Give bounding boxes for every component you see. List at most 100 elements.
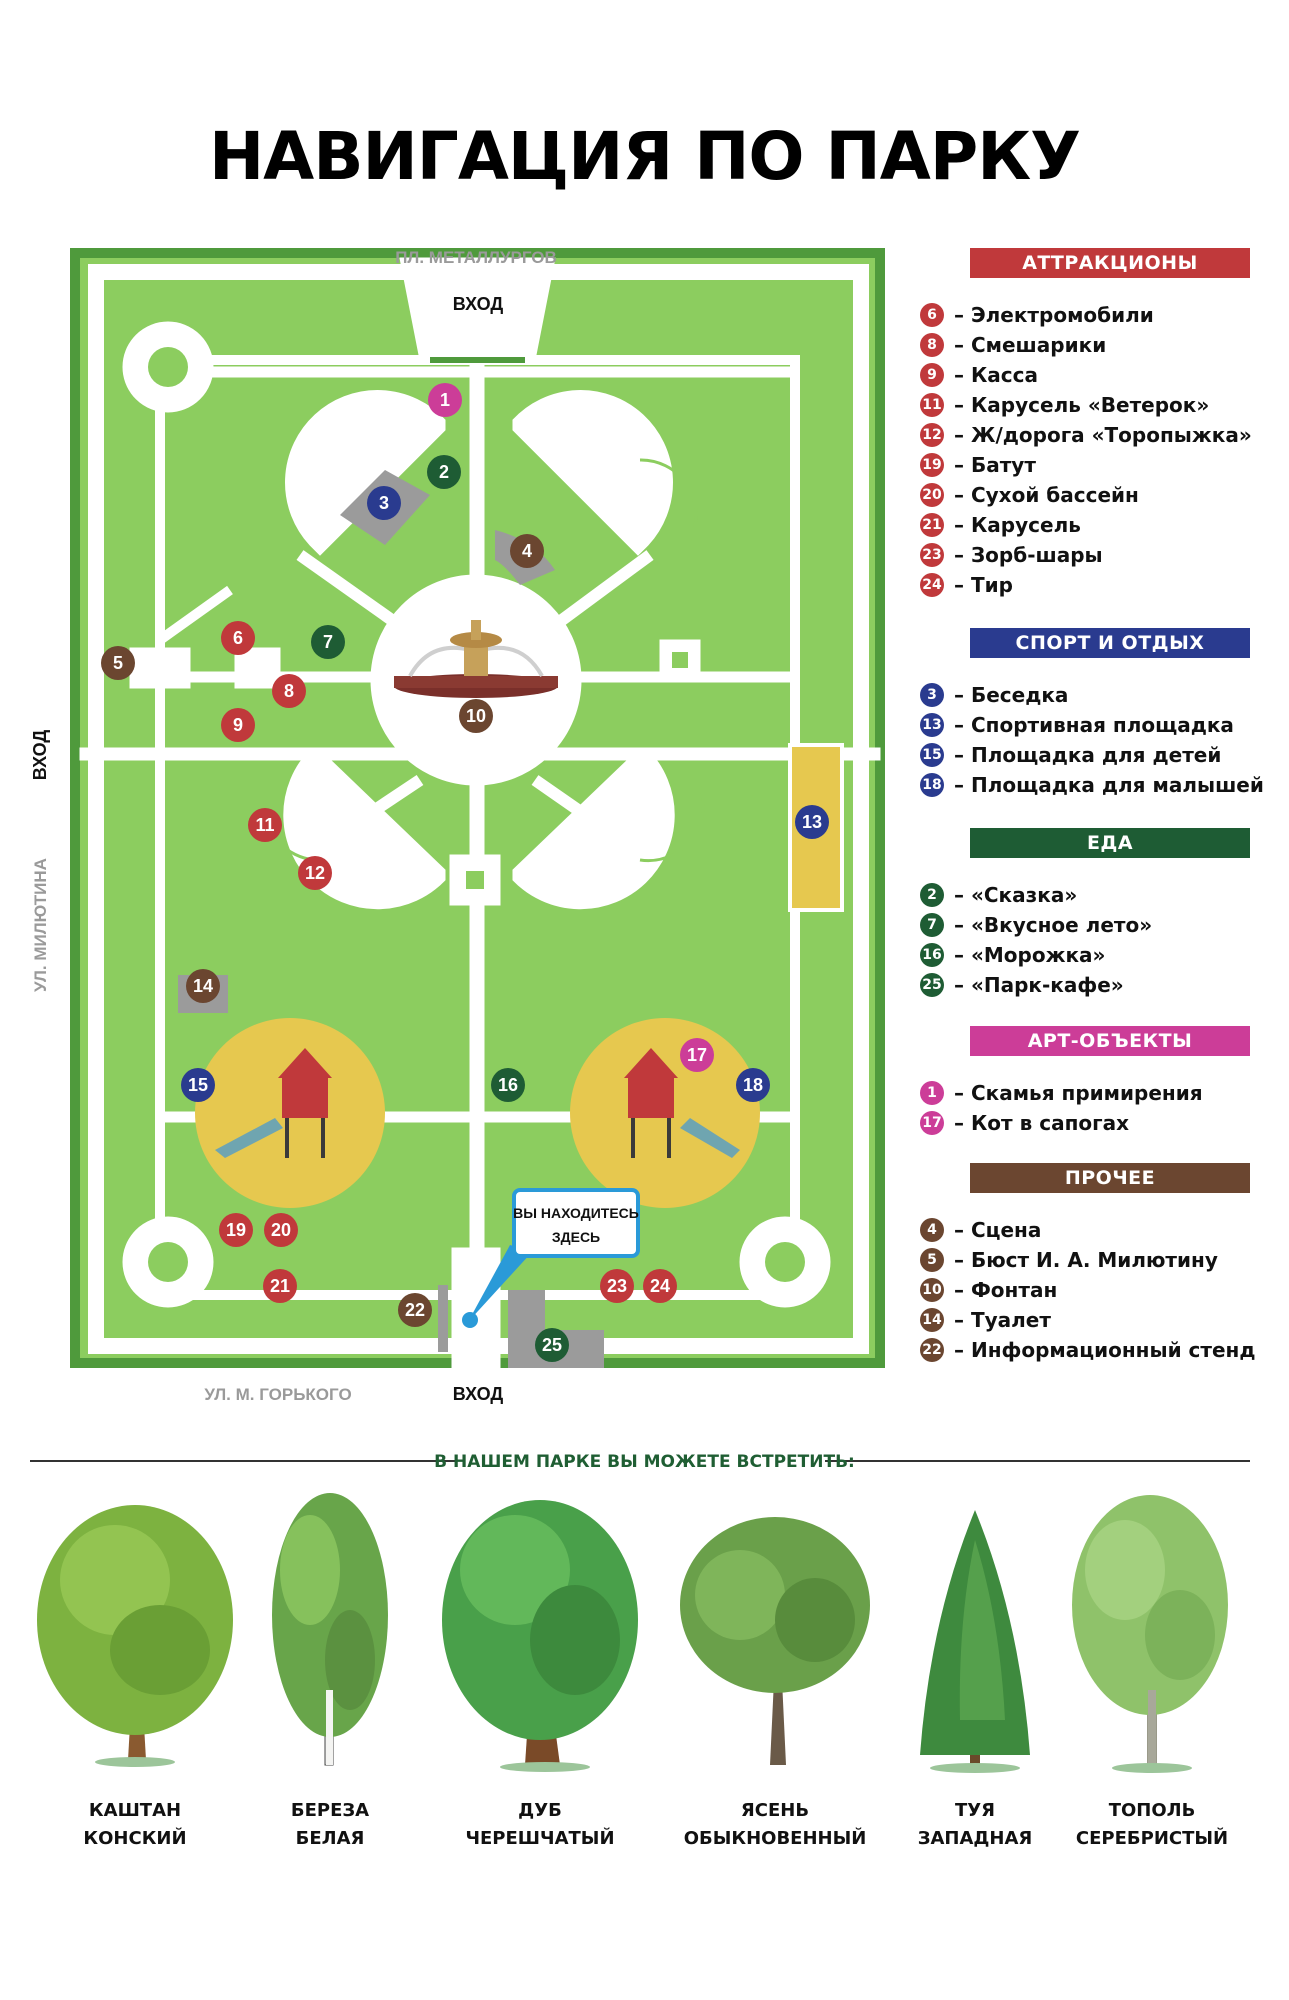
map-marker-19: 19 <box>219 1213 253 1247</box>
marker-number: 18 <box>743 1075 763 1095</box>
legend-badge: 14 <box>920 1308 944 1332</box>
marker-badge <box>428 383 462 417</box>
legend-badge: 23 <box>920 543 944 567</box>
legend-badge: 8 <box>920 333 944 357</box>
tree-name-line: ТУЯ <box>954 1800 996 1821</box>
marker-badge <box>398 1293 432 1327</box>
marker-number: 14 <box>193 976 213 996</box>
legend-item: 3 – Беседка <box>920 680 1250 710</box>
legend-item: 8 – Смешарики <box>920 330 1250 360</box>
legend-item: 9 – Касса <box>920 360 1250 390</box>
legend-item: 14– Туалет <box>920 1305 1250 1335</box>
legend-badge: 7 <box>920 913 944 937</box>
tree-name-line: ЗАПАДНАЯ <box>917 1828 1033 1849</box>
ring-centers <box>148 347 805 1282</box>
legend-item: 4– Сцена <box>920 1215 1250 1245</box>
marker-number: 23 <box>607 1276 627 1296</box>
legend-label: – Сцена <box>954 1218 1042 1242</box>
marker-number: 1 <box>440 390 450 410</box>
legend-label: – Беседка <box>954 683 1069 707</box>
tree-name-line: ТОПОЛЬ <box>1108 1800 1196 1821</box>
map-marker-1: 1 <box>428 383 462 417</box>
legend-item: 13– Спортивная площадка <box>920 710 1250 740</box>
marker-badge <box>101 646 135 680</box>
entrance-top: ВХОД <box>453 294 504 314</box>
map-marker-6: 6 <box>221 621 255 655</box>
legend-item: 19– Батут <box>920 450 1250 480</box>
oak-tree-icon <box>442 1500 638 1772</box>
map-marker-11: 11 <box>248 808 282 842</box>
legend-badge: 12 <box>920 423 944 447</box>
legend-badge: 22 <box>920 1338 944 1362</box>
marker-badge <box>248 808 282 842</box>
legend-item: 25– «Парк-кафе» <box>920 970 1250 1000</box>
legend-item: 7– «Вкусное лето» <box>920 910 1250 940</box>
marker-number: 3 <box>379 493 389 513</box>
map-marker-16: 16 <box>491 1068 525 1102</box>
legend-badge: 21 <box>920 513 944 537</box>
poplar-tree-icon <box>1072 1495 1228 1773</box>
you-are-here-line2: ЗДЕСЬ <box>552 1229 600 1245</box>
legend-label: – Касса <box>954 363 1039 387</box>
legend-label: – Смешарики <box>954 333 1107 357</box>
map-marker-20: 20 <box>264 1213 298 1247</box>
map-marker-2: 2 <box>427 455 461 489</box>
tree-name-line: КАШТАН <box>88 1800 182 1821</box>
legend-item: 18– Площадка для малышей <box>920 770 1264 800</box>
marker-badge <box>221 621 255 655</box>
legend-badge: 2 <box>920 883 944 907</box>
playground-left <box>195 1018 385 1208</box>
legend-badge: 9 <box>920 363 944 387</box>
legend-heading: ЕДА <box>970 828 1250 858</box>
legend-label: – Карусель «Ветерок» <box>954 393 1210 417</box>
marker-number: 4 <box>522 541 532 561</box>
entrance-bottom: ВХОД <box>453 1384 504 1404</box>
marker-badge <box>264 1213 298 1247</box>
legend-badge: 1 <box>920 1081 944 1105</box>
you-are-here-line1: ВЫ НАХОДИТЕСЬ <box>513 1205 639 1221</box>
marker-badge <box>736 1068 770 1102</box>
map-marker-4: 4 <box>510 534 544 568</box>
marker-number: 15 <box>188 1075 208 1095</box>
marker-badge <box>459 699 493 733</box>
map-marker-15: 15 <box>181 1068 215 1102</box>
legend-label: – Батут <box>954 453 1036 477</box>
tree-label-thuja-tree: ТУЯ ЗАПАДНАЯ <box>875 1797 1075 1853</box>
legend-label: – Площадка для детей <box>954 743 1222 767</box>
legend-label: – Карусель <box>954 513 1081 537</box>
map-marker-3: 3 <box>367 486 401 520</box>
map-marker-24: 24 <box>643 1269 677 1303</box>
legend-item: 6– Электромобили <box>920 300 1250 330</box>
legend-label: – Площадка для малышей <box>954 773 1264 797</box>
entrance-left: ВХОД <box>30 730 50 781</box>
legend-badge: 17 <box>920 1111 944 1135</box>
marker-number: 9 <box>233 715 243 735</box>
map-marker-8: 8 <box>272 674 306 708</box>
tree-name-line: БЕЛАЯ <box>295 1828 365 1849</box>
ash-tree-icon <box>680 1517 870 1765</box>
legend-badge: 20 <box>920 483 944 507</box>
legend-badge: 3 <box>920 683 944 707</box>
playground-right <box>570 1018 760 1208</box>
legend-badge: 24 <box>920 573 944 597</box>
marker-badge <box>181 1068 215 1102</box>
birch-tree-icon <box>272 1493 388 1766</box>
map-marker-14: 14 <box>186 969 220 1003</box>
marker-number: 6 <box>233 628 243 648</box>
tree-name-line: ОБЫКНОВЕННЫЙ <box>683 1828 867 1849</box>
legend-badge: 10 <box>920 1278 944 1302</box>
legend-label: – «Парк-кафе» <box>954 973 1124 997</box>
marker-badge <box>311 625 345 659</box>
map-marker-23: 23 <box>600 1269 634 1303</box>
legend-item: 15– Площадка для детей <box>920 740 1250 770</box>
marker-badge <box>298 856 332 890</box>
map-marker-18: 18 <box>736 1068 770 1102</box>
marker-badge <box>272 674 306 708</box>
